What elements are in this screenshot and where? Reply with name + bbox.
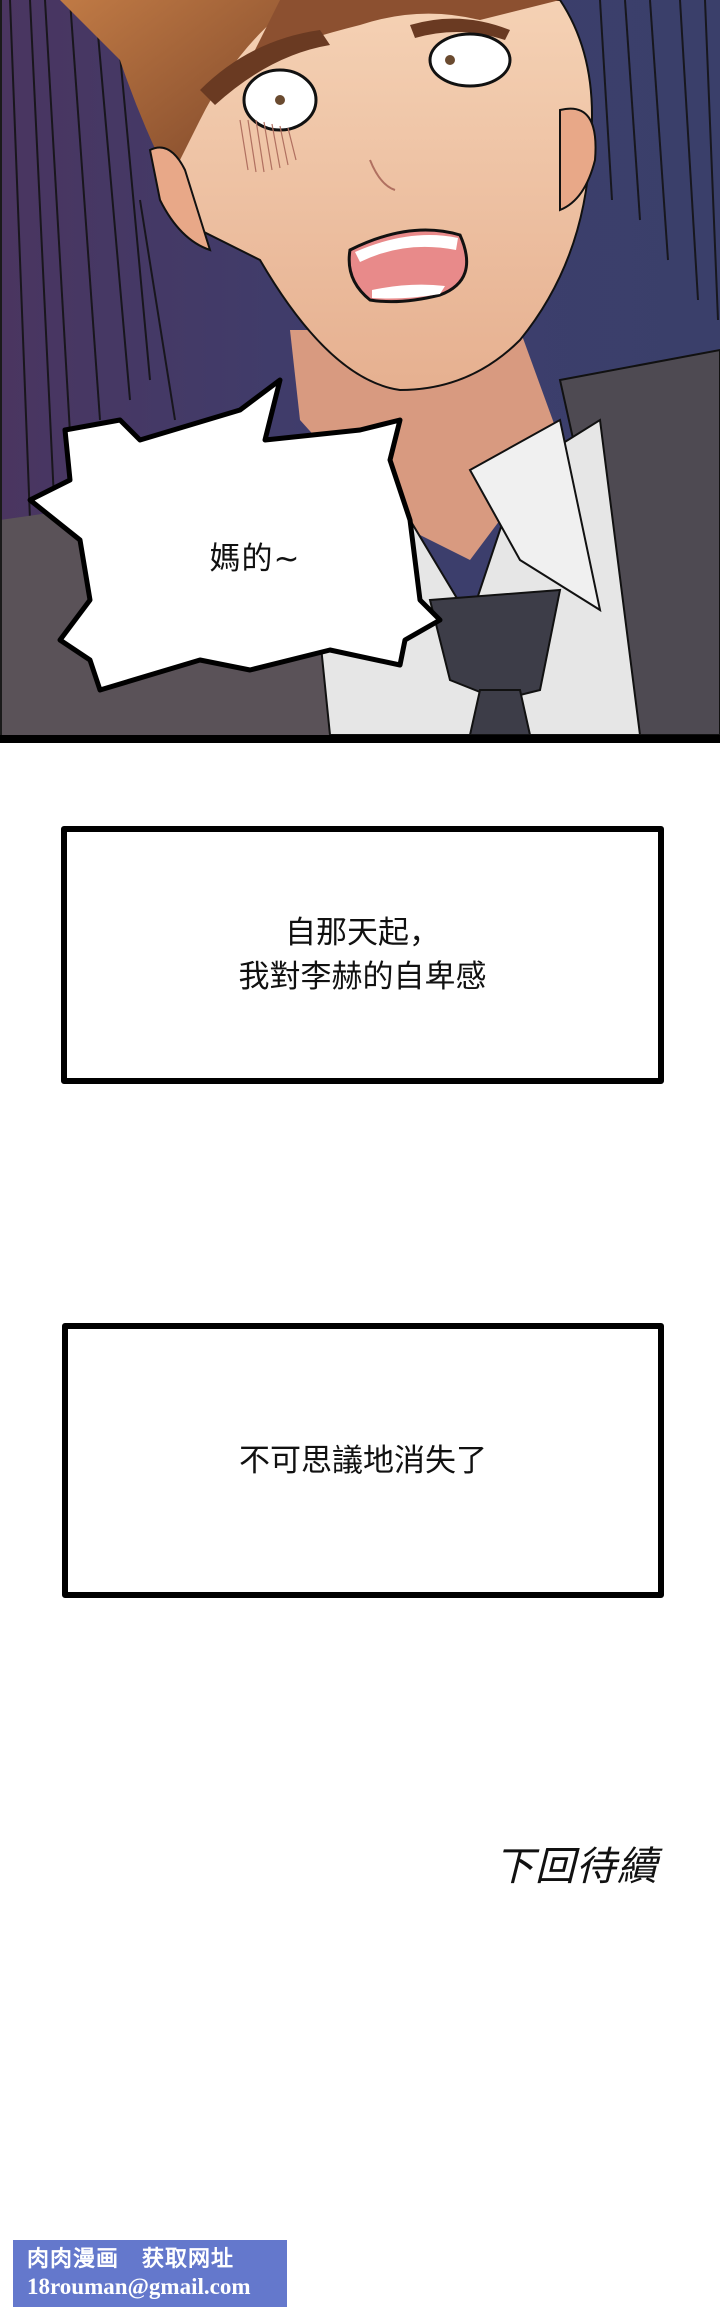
- caption-line: 我對李赫的自卑感: [238, 959, 487, 995]
- to-be-continued-text: 下回待續: [494, 1844, 658, 1890]
- comic-panel: 媽的~: [0, 0, 720, 743]
- caption-box-1: 自那天起， 我對李赫的自卑感: [61, 826, 664, 1084]
- watermark-email: 18rouman@gmail.com: [27, 2274, 251, 2299]
- watermark-banner: 肉肉漫画 获取网址 18rouman@gmail.com: [13, 2240, 287, 2307]
- caption-text-2: 不可思議地消失了: [239, 1439, 487, 1483]
- character-illustration: [0, 0, 720, 743]
- panel-border-bottom: [0, 735, 720, 743]
- panel-border-left: [0, 0, 2, 743]
- caption-line: 自那天起，: [285, 915, 440, 951]
- caption-box-2: 不可思議地消失了: [62, 1323, 664, 1598]
- speech-bubble: [27, 377, 443, 693]
- caption-line: 不可思議地消失了: [239, 1442, 487, 1479]
- watermark-title: 肉肉漫画 获取网址: [27, 2247, 235, 2272]
- speech-bubble-text: 媽的~: [209, 541, 301, 577]
- caption-text-1: 自那天起， 我對李赫的自卑感: [239, 911, 487, 999]
